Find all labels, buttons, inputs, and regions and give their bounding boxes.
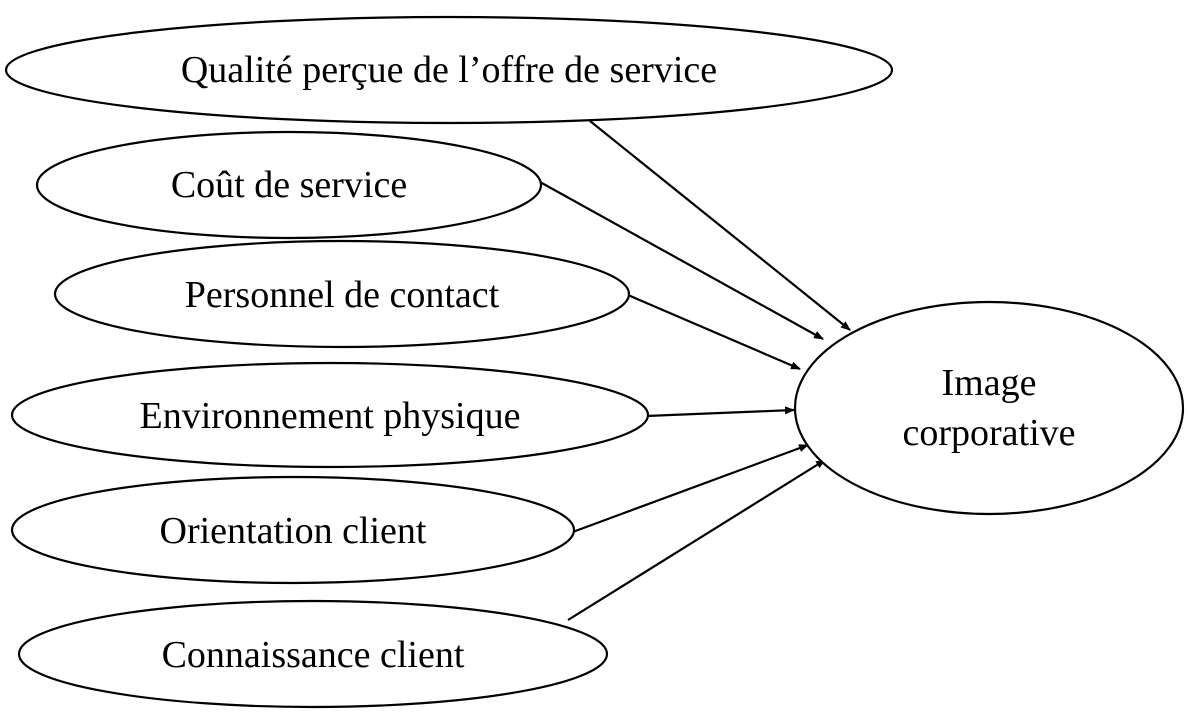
edges xyxy=(539,120,851,621)
node-orientation: Orientation client xyxy=(10,475,576,585)
node-personnel-ellipse xyxy=(53,239,631,349)
node-image-corporative-ellipse xyxy=(793,300,1185,516)
edge-connaissance-to-image xyxy=(567,459,826,621)
node-connaissance: Connaissance client xyxy=(17,599,609,709)
node-environnement: Environnement physique xyxy=(10,361,650,469)
node-connaissance-ellipse xyxy=(17,599,609,709)
edge-personnel-to-image xyxy=(627,293,801,371)
node-image-corporative-label-line2: corporative xyxy=(902,412,1075,454)
node-qualite-ellipse xyxy=(4,15,894,125)
edge-environnement-to-image xyxy=(645,406,795,418)
node-cout-label: Coût de service xyxy=(171,164,407,206)
node-personnel: Personnel de contact xyxy=(53,239,631,349)
node-qualite: Qualité perçue de l’offre de service xyxy=(4,15,894,125)
edge-cout-to-image xyxy=(539,181,824,340)
node-image-corporative-label-line1: Image xyxy=(942,362,1037,404)
node-connaissance-label: Connaissance client xyxy=(162,634,465,676)
node-qualite-label: Qualité perçue de l’offre de service xyxy=(181,49,717,91)
node-orientation-label: Orientation client xyxy=(160,510,427,552)
edge-orientation-to-image xyxy=(569,443,809,535)
node-environnement-ellipse xyxy=(10,361,650,469)
node-cout-ellipse xyxy=(35,130,543,240)
node-cout: Coût de service xyxy=(35,130,543,240)
node-environnement-label: Environnement physique xyxy=(140,395,521,437)
node-image-corporative: Image corporative xyxy=(793,300,1185,516)
node-orientation-ellipse xyxy=(10,475,576,585)
node-personnel-label: Personnel de contact xyxy=(185,274,500,316)
edge-qualite-to-image xyxy=(589,120,851,331)
